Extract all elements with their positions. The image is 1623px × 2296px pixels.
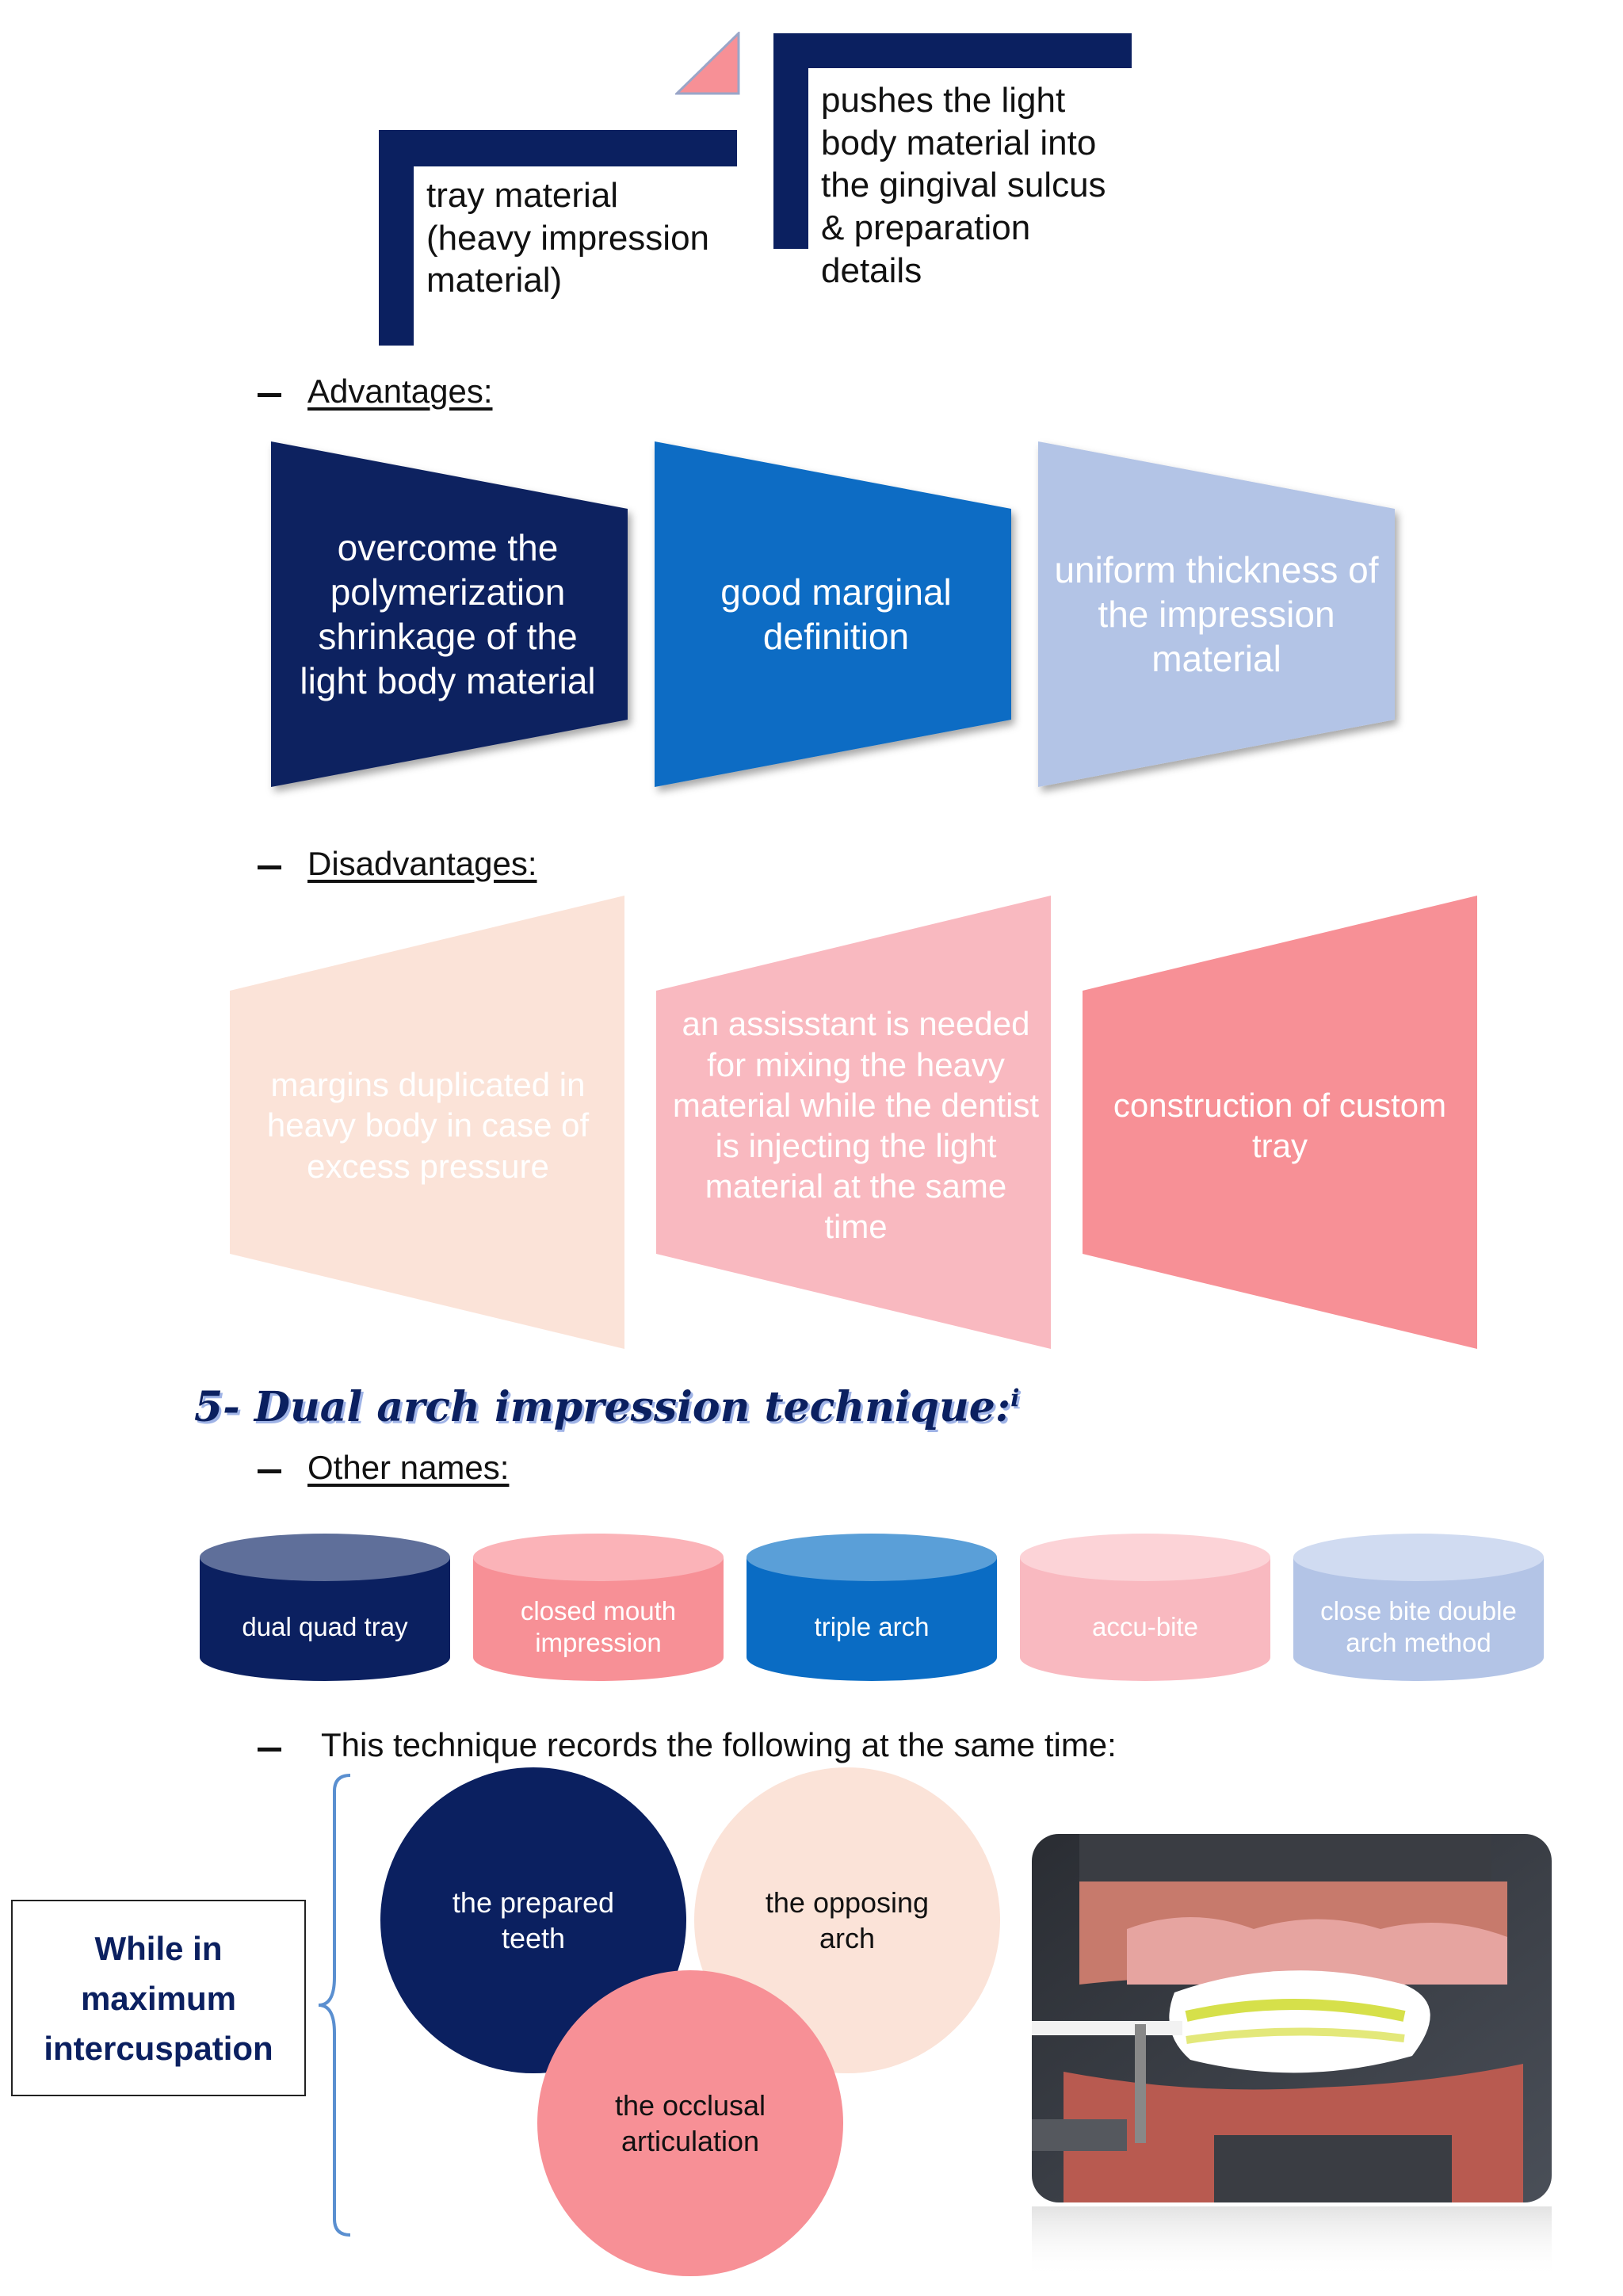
while-in-label: While in maximum intercuspation — [44, 1929, 273, 2067]
other-name-label-3: triple arch — [814, 1612, 930, 1642]
other-names-bullet — [258, 1469, 281, 1473]
pushes-light-body-text: pushes the light body material into the … — [821, 81, 1106, 290]
advantages-heading: Advantages: — [307, 372, 493, 410]
curly-bracket — [318, 1774, 351, 2237]
right-bracket-shape — [773, 33, 1132, 68]
other-name-cylinder-5: close bite double arch method — [1293, 1534, 1544, 1681]
other-name-label-4: accu-bite — [1092, 1612, 1198, 1642]
tray-material-text: tray material (heavy impression material… — [426, 176, 710, 300]
records-bullet — [258, 1748, 281, 1752]
advantages-shapes — [271, 441, 1395, 787]
left-bracket-shape-vertical — [379, 130, 414, 346]
other-name-label-1: dual quad tray — [242, 1612, 408, 1642]
right-bracket-shape-vertical — [773, 33, 808, 249]
circle-opposing-arch-label: the opposing arch — [765, 1886, 930, 1954]
disadvantage-shape-1 — [230, 896, 624, 1349]
disadvantages-heading: Disadvantages: — [307, 845, 537, 882]
disadvantages-bullet — [258, 865, 281, 869]
disadvantage-shape-3 — [1083, 896, 1477, 1349]
other-name-label-5: close bite double arch method — [1320, 1596, 1517, 1657]
advantage-text-2: good marginal definition — [720, 571, 952, 657]
records-text: This technique records the following at … — [321, 1726, 1117, 1763]
disadvantage-text-1: margins duplicated in heavy body in case… — [266, 1066, 590, 1185]
other-name-cylinder-2: closed mouth impression — [473, 1534, 724, 1681]
advantage-shape-1 — [271, 441, 628, 787]
left-bracket-shape — [379, 130, 737, 166]
disadvantage-shape-2 — [656, 896, 1051, 1349]
section-5-title: 5- Dual arch impression technique:i — [194, 1383, 1019, 1431]
advantages-bullet — [258, 393, 281, 397]
circle-prepared-teeth-label: the prepared teeth — [452, 1886, 615, 1954]
section-5-title-text: 5- Dual arch impression technique: — [194, 1383, 1011, 1431]
advantage-shape-3 — [1038, 441, 1395, 787]
other-name-cylinder-4: accu-bite — [1020, 1534, 1270, 1681]
disadvantage-text-3: construction of custom tray — [1113, 1086, 1447, 1164]
other-name-cylinder-3: triple arch — [747, 1534, 997, 1681]
advantage-text-3: uniform thickness of the impression mate… — [1054, 548, 1379, 680]
advantage-shape-2 — [655, 441, 1011, 787]
other-name-label-2: closed mouth impression — [520, 1596, 677, 1657]
disadvantage-text-2: an assisstant is needed for mixing the h… — [672, 1005, 1040, 1246]
other-names-heading: Other names: — [307, 1449, 510, 1486]
circle-occlusal-articulation-label: the occlusal articulation — [614, 2089, 766, 2157]
circle-occlusal-articulation: the occlusal articulation — [537, 1970, 843, 2276]
advantage-text-1: overcome the polymerization shrinkage of… — [300, 526, 596, 702]
dual-arch-tray-photo — [1032, 1834, 1552, 2278]
while-in-max-intercuspation-box: While in maximum intercuspation — [11, 1900, 306, 2096]
disadvantages-shapes — [230, 896, 1477, 1349]
other-name-cylinder-1: dual quad tray — [200, 1534, 450, 1681]
pink-triangle-shape — [675, 32, 740, 95]
section-5-footnote-mark: i — [1010, 1385, 1020, 1413]
